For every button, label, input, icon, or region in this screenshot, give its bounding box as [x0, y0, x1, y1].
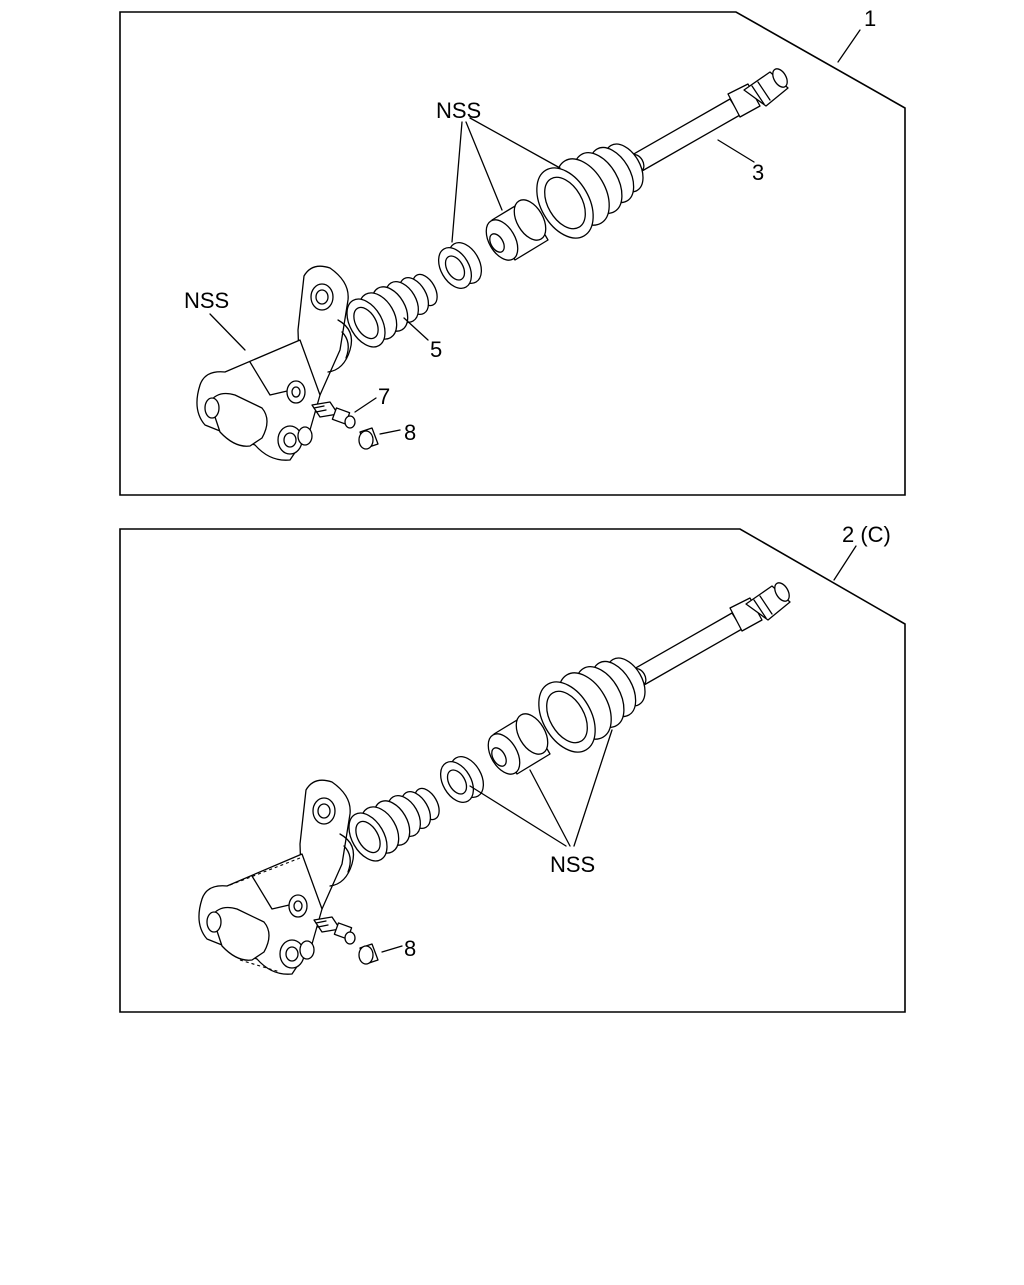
callout-2c: 2 (C) [842, 522, 891, 547]
panel-1-assembly [196, 65, 791, 461]
bleeder-screw [311, 401, 356, 429]
leader-nss-piston [465, 121, 503, 211]
bleeder-screw-2 [313, 916, 356, 945]
leader-nss-boot-2 [573, 729, 613, 847]
leader-2c [833, 545, 857, 581]
body-hidden-line [229, 857, 301, 886]
leader-nss-seal [451, 121, 463, 243]
callout-3: 3 [752, 160, 764, 185]
panel-2: 2 (C) NSS 8 [119, 522, 906, 1013]
leader-8-2 [381, 945, 403, 953]
panel-2-frame [119, 528, 906, 1013]
callout-1: 1 [864, 6, 876, 31]
bleeder-cap-2 [358, 943, 379, 965]
callout-8-2: 8 [404, 936, 416, 961]
callout-8: 8 [404, 420, 416, 445]
callout-nss-2: NSS [550, 852, 595, 877]
leader-8 [379, 429, 401, 435]
bleeder-cap [358, 427, 379, 450]
leader-nss-piston-2 [529, 769, 571, 847]
callout-7: 7 [378, 384, 390, 409]
callout-5: 5 [430, 337, 442, 362]
leader-nss-seal-2 [469, 785, 567, 847]
panel-2-assembly [198, 579, 793, 975]
panel-1-frame [119, 11, 906, 496]
leader-7 [354, 397, 377, 413]
leader-3 [717, 139, 755, 163]
leader-1 [837, 29, 861, 63]
leader-5 [403, 317, 429, 341]
panel-1: 1 NSS 3 NSS 5 7 8 [119, 6, 906, 496]
callout-nss-top: NSS [436, 98, 481, 123]
callout-nss-body: NSS [184, 288, 229, 313]
leader-nss-boot [469, 117, 561, 169]
body-hidden-line-2 [239, 959, 281, 973]
leader-nss-body [209, 313, 246, 351]
